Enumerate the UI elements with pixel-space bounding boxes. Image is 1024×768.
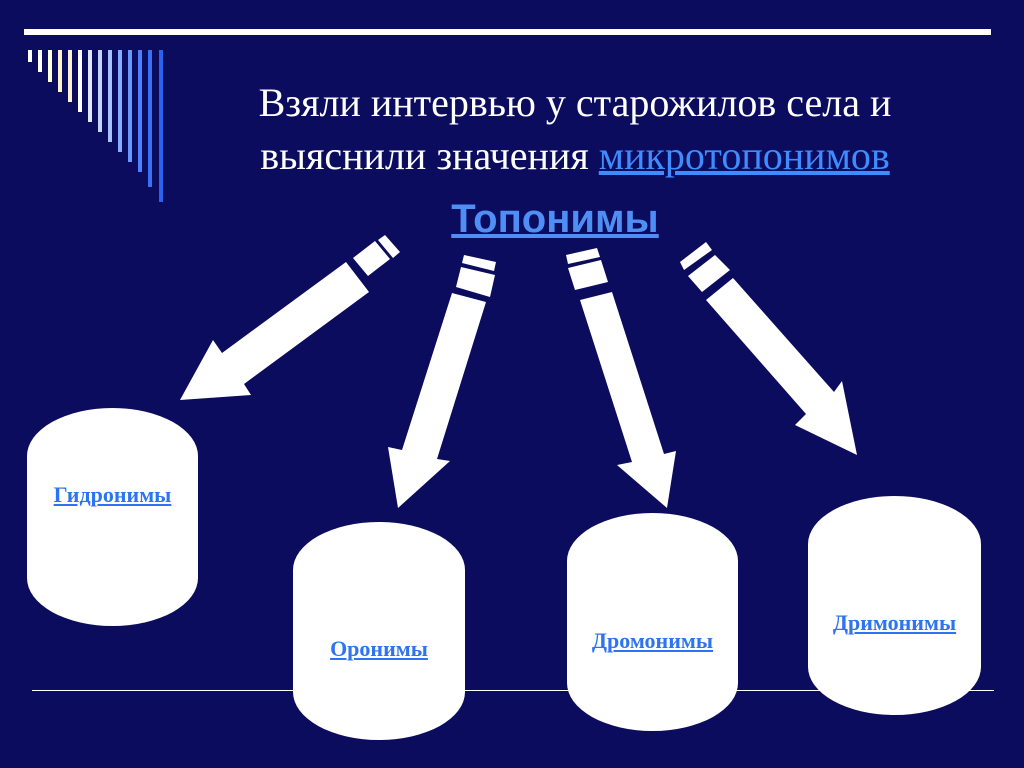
arrow-to-drimonyms [680, 242, 857, 455]
arrow-to-dromonyms [566, 248, 676, 508]
slide-title: Взяли интервью у старожилов села и выясн… [165, 76, 985, 182]
hydronyms-cylinder: Гидронимы [27, 408, 198, 626]
microtoponyms-link[interactable]: микротопонимов [598, 133, 890, 178]
decorative-stripes [28, 50, 163, 202]
top-rule [24, 29, 991, 35]
arrow-to-hydronyms [180, 235, 400, 400]
toponyms-link[interactable]: Топонимы [451, 197, 659, 241]
dromonyms-link[interactable]: Дромонимы [591, 628, 714, 653]
drimonyms-cylinder: Дримонимы [808, 496, 981, 715]
oronyms-link[interactable]: Оронимы [330, 636, 428, 661]
title-line-2-text: выяснили значения [260, 133, 599, 178]
hydronyms-link[interactable]: Гидронимы [53, 482, 172, 507]
arrow-to-oronyms [388, 255, 496, 508]
oronyms-cylinder: Оронимы [293, 522, 465, 740]
bottom-rule [32, 690, 994, 691]
title-line-2: выяснили значения микротопонимов [165, 129, 985, 182]
drimonyms-link[interactable]: Дримонимы [832, 609, 957, 635]
dromonyms-cylinder: Дромонимы [567, 513, 738, 731]
title-line-1: Взяли интервью у старожилов села и [258, 80, 892, 125]
